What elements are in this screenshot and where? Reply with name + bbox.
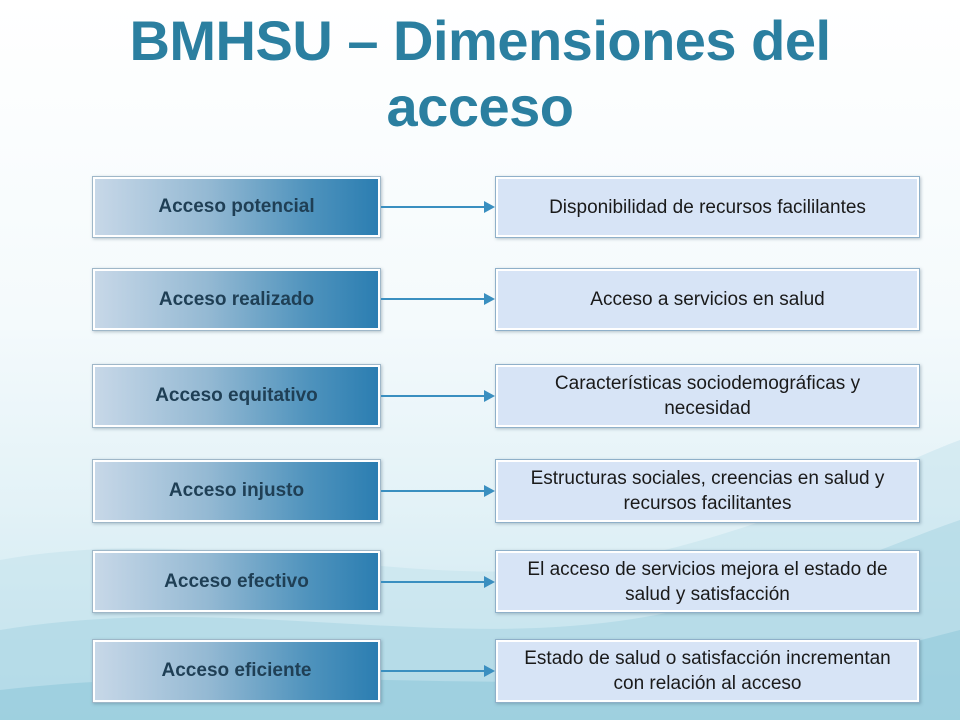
arrow-icon xyxy=(381,390,495,402)
dimension-box-acceso-equitativo: Acceso equitativo xyxy=(92,364,381,428)
description-box-acceso-equitativo: Características sociodemográficas y nece… xyxy=(495,364,920,428)
description-box-acceso-efectivo: El acceso de servicios mejora el estado … xyxy=(495,550,920,613)
dimension-box-acceso-potencial: Acceso potencial xyxy=(92,176,381,238)
arrow-icon xyxy=(381,665,495,677)
dimension-box-acceso-realizado: Acceso realizado xyxy=(92,268,381,331)
arrow-icon xyxy=(381,576,495,588)
description-box-acceso-potencial: Disponibilidad de recursos facililantes xyxy=(495,176,920,238)
arrow-icon xyxy=(381,293,495,305)
description-box-acceso-realizado: Acceso a servicios en salud xyxy=(495,268,920,331)
dimension-box-acceso-injusto: Acceso injusto xyxy=(92,459,381,523)
dimension-box-acceso-efectivo: Acceso efectivo xyxy=(92,550,381,613)
description-box-acceso-injusto: Estructuras sociales, creencias en salud… xyxy=(495,459,920,523)
page-title: BMHSU – Dimensiones del acceso xyxy=(129,9,831,138)
arrow-icon xyxy=(381,201,495,213)
dimension-box-acceso-eficiente: Acceso eficiente xyxy=(92,639,381,703)
description-box-acceso-eficiente: Estado de salud o satisfacción increment… xyxy=(495,639,920,703)
arrow-icon xyxy=(381,485,495,497)
